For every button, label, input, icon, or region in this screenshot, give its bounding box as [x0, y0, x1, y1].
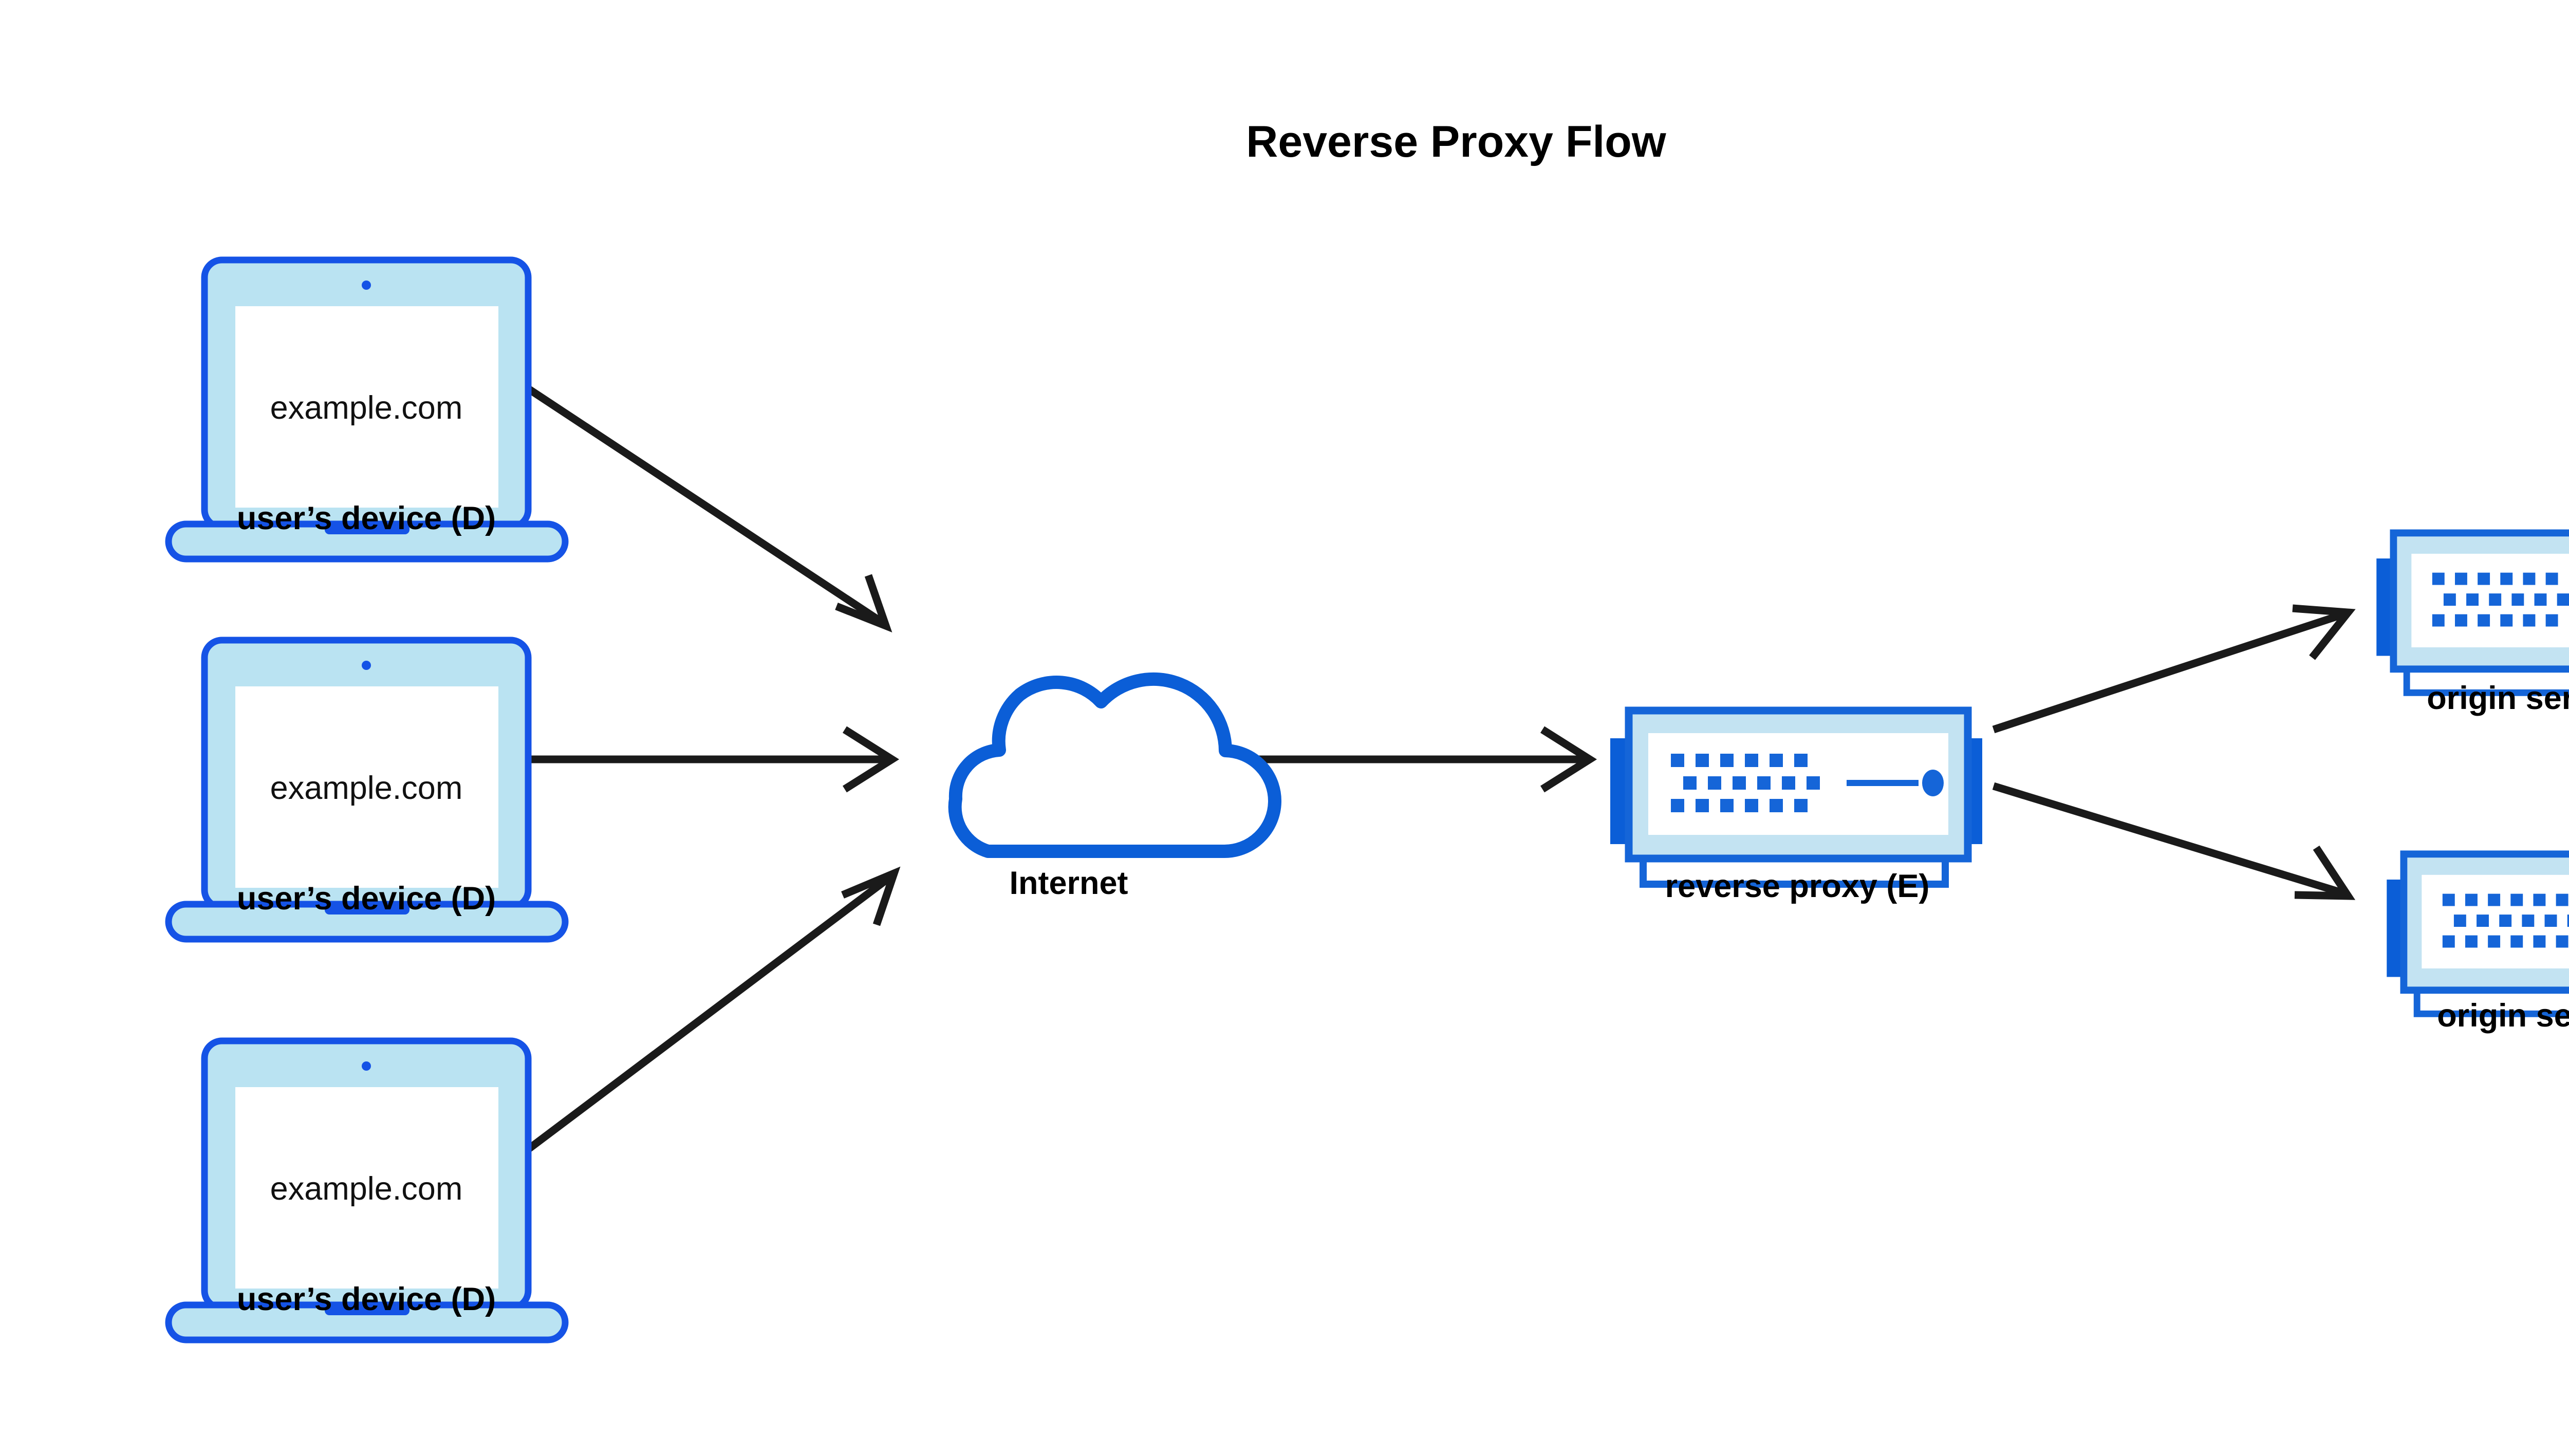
cloud-icon — [955, 679, 1275, 851]
node-label-user-device-1: user’s device (D) — [237, 500, 496, 536]
node-label-reverse-proxy: reverse proxy (E) — [1665, 868, 1930, 904]
node-label-origin-server-1: origin server (F) — [2427, 680, 2569, 716]
server-icon — [2376, 533, 2569, 693]
screen-url-text: example.com — [270, 390, 463, 426]
edges-layer — [511, 376, 2356, 1163]
node-label-user-device-2: user’s device (D) — [237, 881, 496, 917]
screen-url-text: example.com — [270, 770, 463, 806]
edge-device2-internet — [514, 726, 900, 793]
node-internet[interactable]: Internet — [955, 679, 1275, 901]
page-title: Reverse Proxy Flow — [1246, 117, 1666, 166]
server-icon — [2387, 854, 2569, 1014]
edge-device1-internet — [511, 376, 892, 632]
edge-device3-internet — [511, 866, 901, 1163]
node-reverse-proxy[interactable]: reverse proxy (E) — [1610, 711, 1982, 904]
screen-url-text: example.com — [270, 1171, 463, 1207]
node-label-user-device-3: user’s device (D) — [237, 1281, 496, 1317]
edge-proxy-origin1 — [1992, 604, 2356, 734]
node-label-origin-server-2: origin server (F) — [2437, 998, 2569, 1034]
edge-internet-proxy — [1232, 726, 1597, 793]
server-icon — [1610, 711, 1982, 884]
node-origin-server-1[interactable]: origin server (F) — [2376, 533, 2569, 716]
edge-proxy-origin2 — [1992, 782, 2356, 900]
node-user-device-1[interactable]: example.com user’s device (D) — [169, 260, 565, 559]
node-user-device-3[interactable]: example.com user’s device (D) — [169, 1041, 565, 1340]
node-user-device-2[interactable]: example.com user’s device (D) — [169, 640, 565, 939]
node-origin-server-2[interactable]: origin server (F) — [2387, 854, 2569, 1034]
node-label-internet: Internet — [1009, 865, 1128, 901]
